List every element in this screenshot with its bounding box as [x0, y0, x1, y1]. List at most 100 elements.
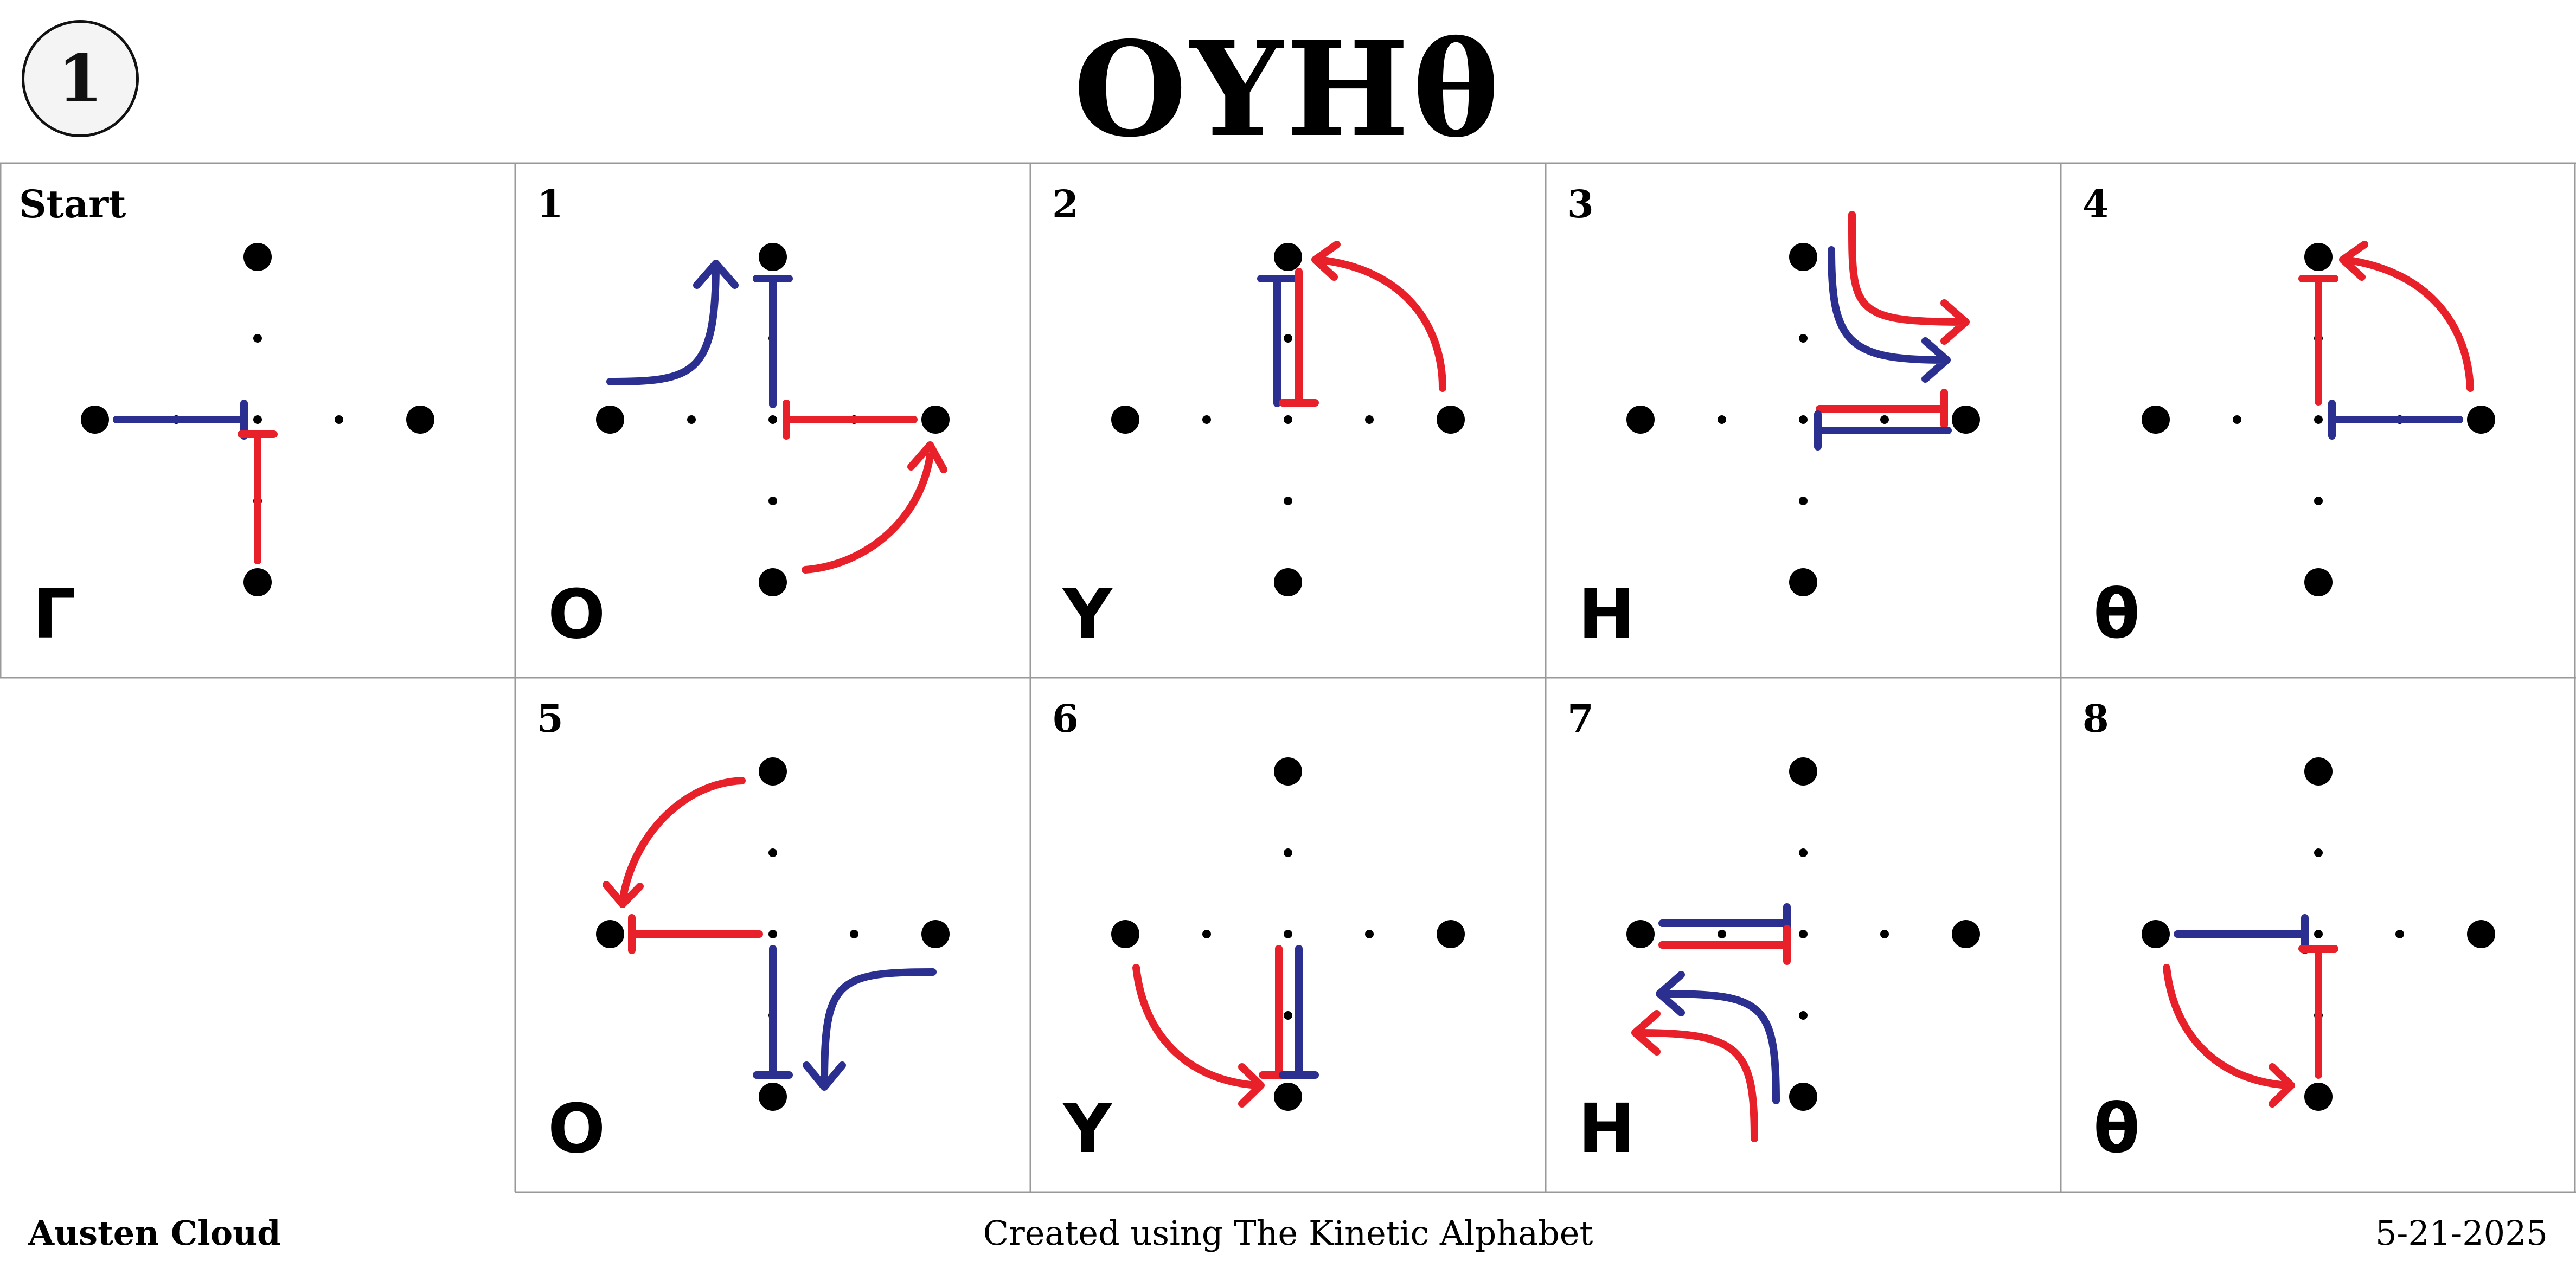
footer-author: Austen Cloud	[28, 1213, 281, 1253]
dot-minor	[1202, 415, 1211, 424]
arrow-blue	[1656, 971, 1780, 1104]
dot-minor	[1365, 930, 1374, 938]
panel-label: 8	[2082, 696, 2109, 741]
dot-east	[2467, 920, 2495, 948]
panel-label: 3	[1567, 182, 1594, 227]
dot-minor	[2395, 930, 2404, 938]
dot-minor	[1718, 415, 1726, 424]
arrow-red	[1631, 1010, 1758, 1142]
panel-label: 6	[1052, 696, 1079, 741]
dot-grid	[1111, 757, 1465, 1111]
arrow-blue	[606, 260, 739, 385]
dot-east	[2467, 406, 2495, 434]
dot-grid	[1626, 757, 1980, 1111]
arrow-blue	[803, 968, 937, 1091]
dot-south	[759, 1083, 787, 1111]
panel-5: 5 O	[537, 696, 950, 1168]
dot-minor	[1799, 334, 1808, 343]
dot-west	[81, 406, 109, 434]
dot-minor	[1799, 848, 1808, 857]
footer-date: 5-21-2025	[2375, 1213, 2548, 1253]
dot-minor	[2314, 848, 2323, 857]
panel-glyph: O	[548, 1090, 605, 1168]
dot-minor	[1284, 848, 1292, 857]
dot-minor	[335, 415, 343, 424]
dot-grid	[596, 243, 950, 596]
panel-glyph: Y	[1062, 1090, 1113, 1168]
dot-south	[2304, 1083, 2333, 1111]
bar-red	[238, 430, 278, 564]
dot-minor	[1284, 334, 1292, 343]
panel-glyph: Γ	[33, 575, 76, 654]
dot-north	[2304, 243, 2333, 271]
dot-minor	[1799, 1011, 1808, 1020]
panel-3: 3 H	[1567, 182, 1980, 654]
dot-north	[1789, 757, 1817, 786]
panel-6: 6 Y	[1052, 696, 1465, 1168]
bar-red	[2298, 275, 2338, 406]
panel-4: 4 θ	[2082, 182, 2495, 654]
dot-minor	[687, 415, 696, 424]
dot-center	[1799, 415, 1808, 424]
dot-south	[1274, 568, 1302, 596]
bar-red	[783, 400, 918, 440]
dot-west	[1111, 406, 1139, 434]
footer-credit: Created using The Kinetic Alphabet	[983, 1213, 1593, 1253]
bar-blue	[1257, 275, 1297, 407]
bar-blue	[753, 945, 793, 1079]
dot-west	[596, 406, 624, 434]
panel-glyph: H	[1578, 1090, 1635, 1168]
arrow-red	[603, 777, 746, 908]
dot-west	[2142, 920, 2170, 948]
dot-minor	[1284, 1011, 1292, 1020]
panel-label: Start	[19, 182, 126, 227]
bar-blue	[2328, 400, 2463, 440]
dot-minor	[1799, 497, 1808, 505]
dot-grid	[2142, 757, 2495, 1111]
arrow-red	[1311, 241, 1446, 392]
dot-north	[243, 243, 272, 271]
dot-center	[1799, 930, 1808, 938]
dot-minor	[1880, 930, 1889, 938]
panel-1: 1 O	[537, 182, 950, 654]
panel-7: 7 H	[1567, 696, 1980, 1168]
arrow-red	[2339, 241, 2474, 392]
dot-minor	[1284, 497, 1292, 505]
panel-glyph: H	[1578, 575, 1635, 654]
dot-center	[1284, 930, 1292, 938]
panel-label: 4	[2082, 182, 2109, 227]
dot-south	[2304, 568, 2333, 596]
dot-west	[596, 920, 624, 948]
panel-glyph: O	[548, 575, 605, 654]
dot-east	[921, 406, 950, 434]
panel-label: 1	[537, 182, 563, 227]
dot-center	[768, 930, 777, 938]
dot-north	[759, 757, 787, 786]
panel-label: 2	[1052, 182, 1079, 227]
arrow-red	[2163, 964, 2295, 1108]
dot-center	[768, 415, 777, 424]
panel-label: 5	[537, 696, 563, 741]
dot-north	[759, 243, 787, 271]
panel-glyph: θ	[2093, 1090, 2140, 1168]
panel-8: 8 θ	[2082, 696, 2495, 1168]
dot-minor	[768, 848, 777, 857]
dot-north	[1274, 757, 1302, 786]
dot-west	[2142, 406, 2170, 434]
bar-blue	[2174, 914, 2309, 954]
dot-center	[253, 415, 262, 424]
bar-blue	[113, 400, 248, 440]
dot-minor	[1202, 930, 1211, 938]
bar-blue	[753, 275, 793, 408]
panel-label: 7	[1567, 696, 1594, 741]
dot-grid	[2142, 243, 2495, 596]
dot-north	[2304, 757, 2333, 786]
dot-center	[1284, 415, 1292, 424]
bar-blue	[1279, 945, 1319, 1079]
dot-south	[759, 568, 787, 596]
bar-red	[1658, 925, 1791, 965]
dot-center	[2314, 930, 2323, 938]
panel-grid	[0, 162, 2576, 1193]
dot-grid	[1626, 243, 1980, 596]
